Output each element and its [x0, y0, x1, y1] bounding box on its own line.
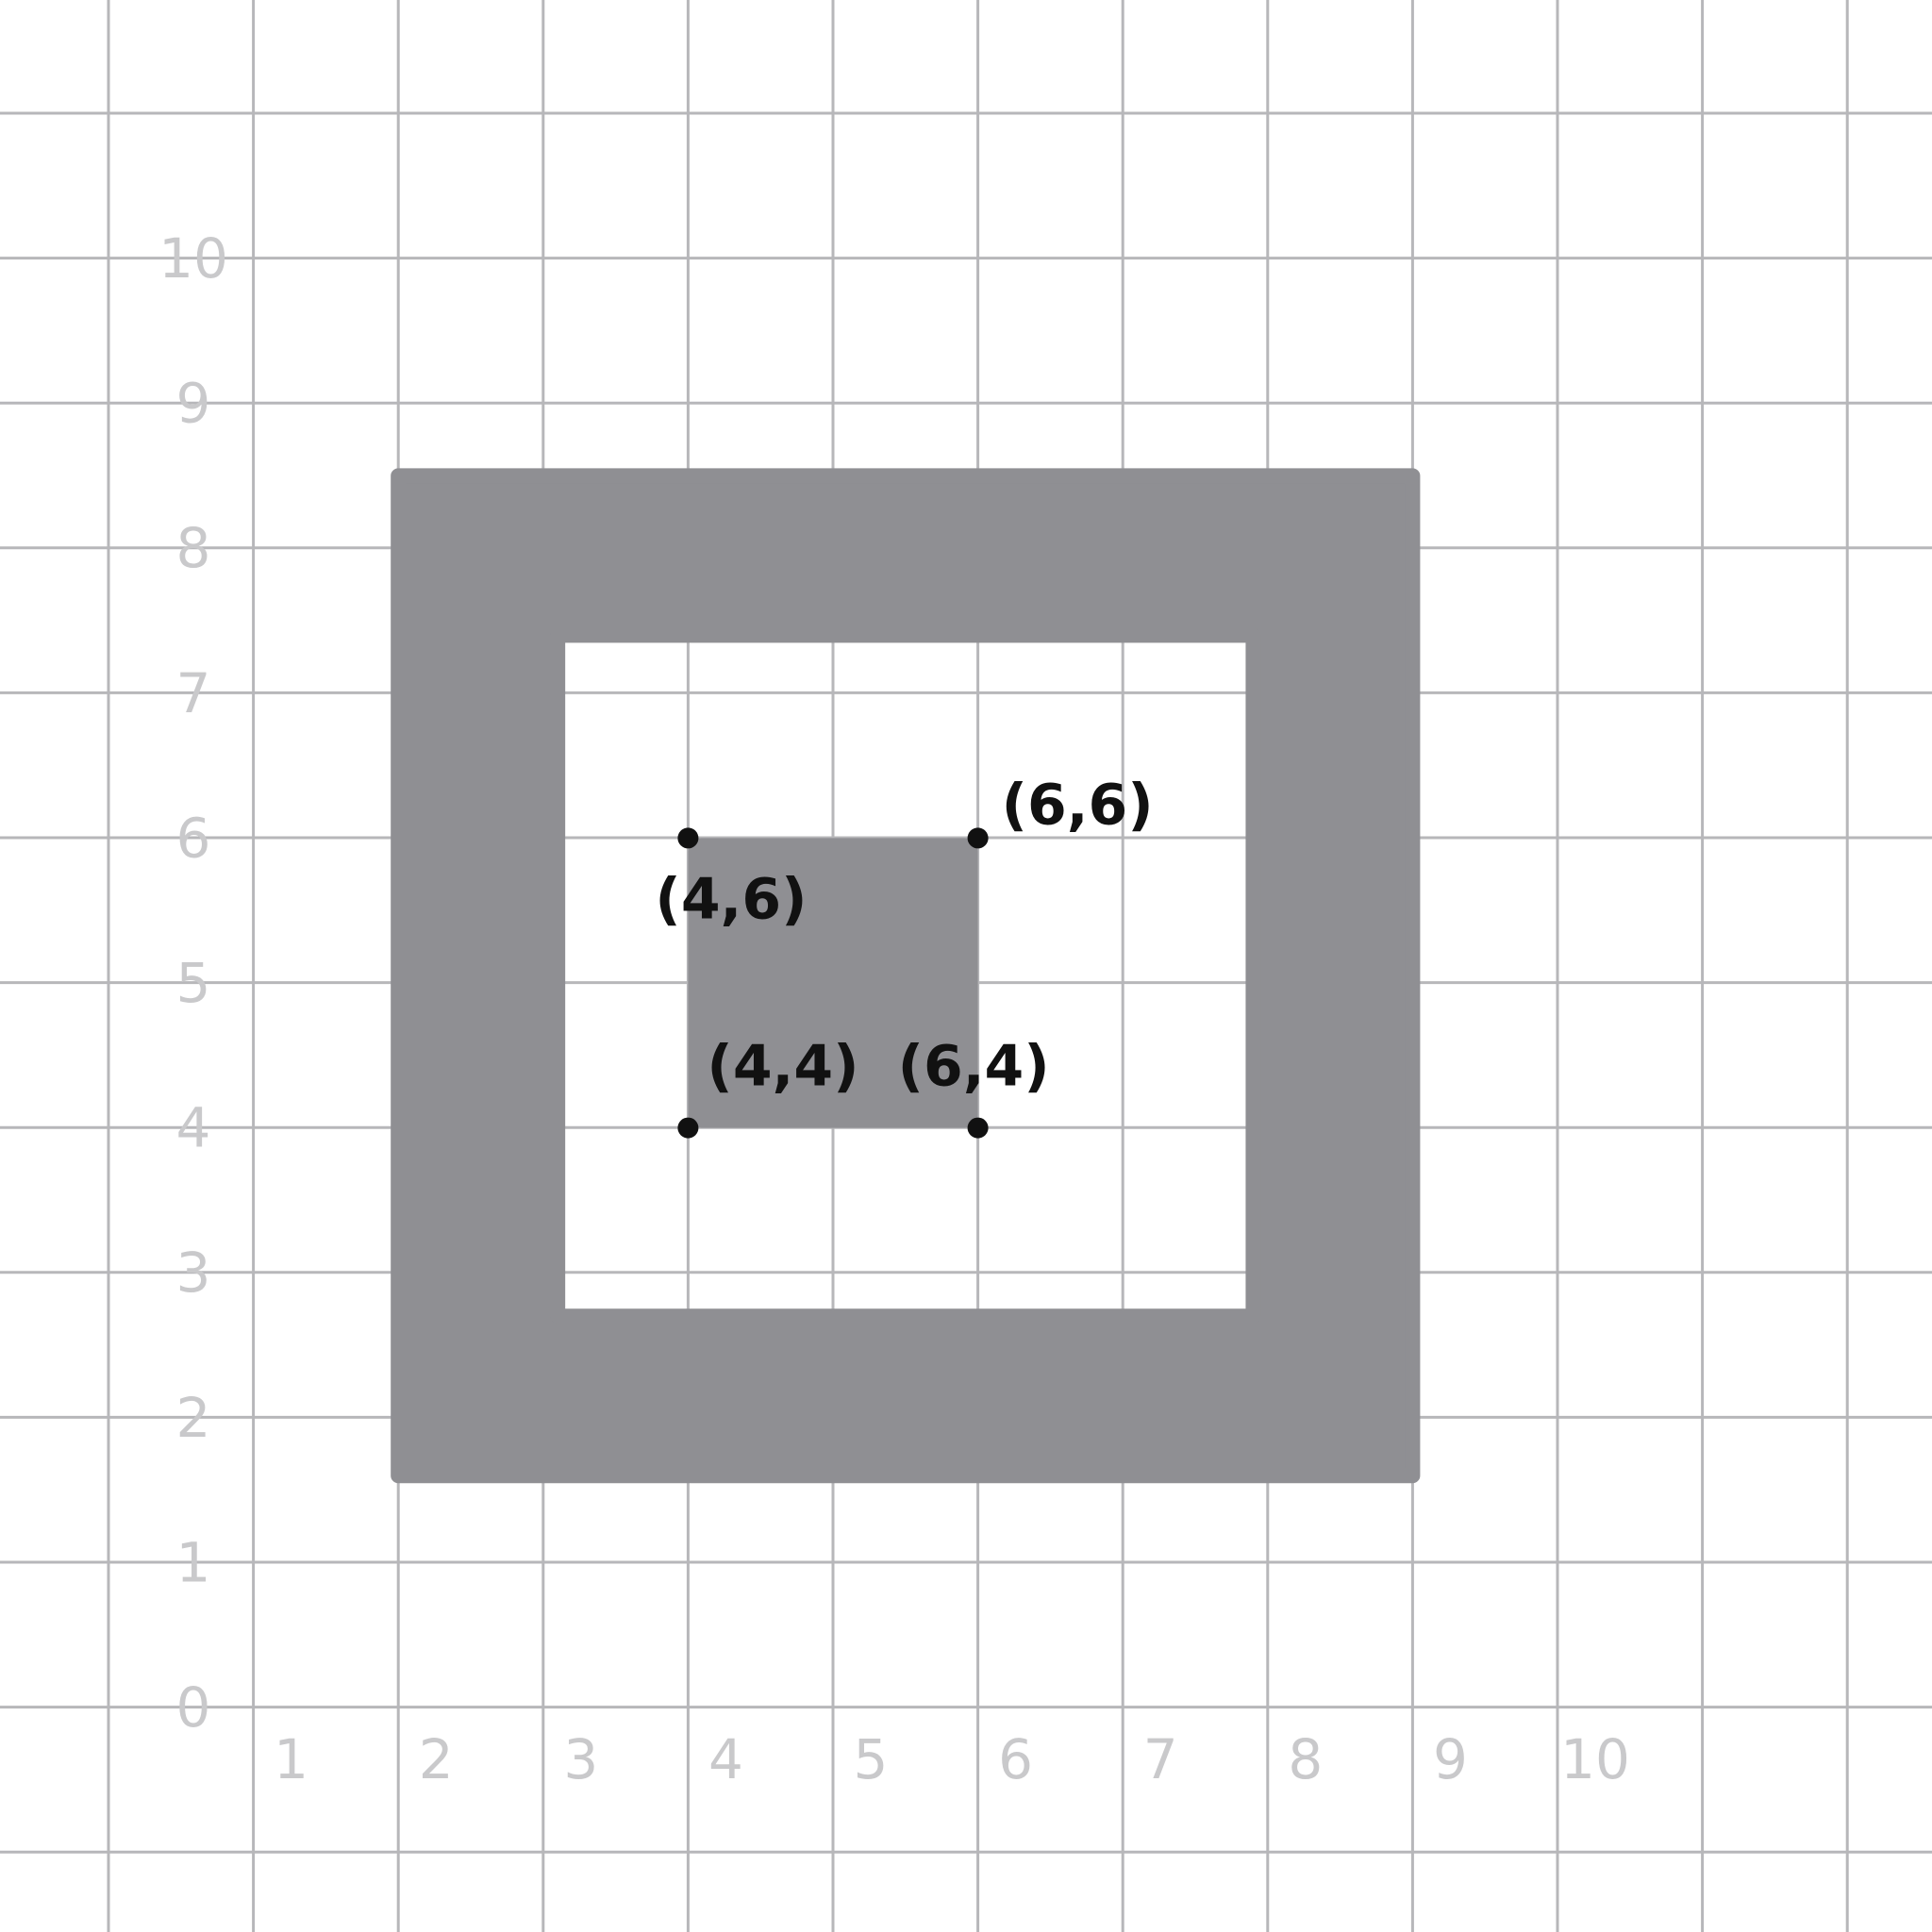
y-axis-label: 7 — [176, 661, 211, 725]
y-axis-label: 5 — [176, 951, 211, 1015]
outer-frame — [391, 468, 1421, 1484]
point-label: (4,4) — [707, 1034, 858, 1100]
point-marker — [967, 827, 989, 849]
x-axis-label: 8 — [1288, 1727, 1323, 1791]
x-axis-label: 7 — [1143, 1727, 1178, 1791]
point-marker — [967, 1117, 989, 1139]
point-label: (4,6) — [655, 866, 807, 932]
y-axis-label: 2 — [176, 1386, 211, 1450]
y-axis-label: 9 — [176, 372, 211, 436]
point-label: (6,4) — [898, 1034, 1050, 1100]
x-axis-label: 2 — [419, 1727, 454, 1791]
y-axis-label: 4 — [176, 1096, 211, 1160]
x-axis-label: 5 — [854, 1727, 889, 1791]
point-marker — [677, 827, 699, 849]
shaded-shapes — [391, 468, 1421, 1484]
point-label: (6,6) — [1002, 772, 1154, 838]
point-marker — [677, 1117, 699, 1139]
center-square — [688, 838, 978, 1128]
x-axis-label: 9 — [1433, 1727, 1468, 1791]
y-axis-label: 10 — [158, 226, 228, 291]
labeled-points: (4,6) (6,6) (4,4) (6,4) — [655, 772, 1154, 1139]
y-axis-label: 0 — [176, 1675, 211, 1740]
x-axis-label: 3 — [563, 1727, 598, 1791]
x-axis-label: 1 — [274, 1727, 308, 1791]
y-axis-label: 8 — [176, 516, 211, 580]
x-axis-label: 6 — [998, 1727, 1033, 1791]
x-axis-label: 4 — [708, 1727, 743, 1791]
y-axis-label: 6 — [176, 806, 211, 870]
y-axis-label: 3 — [176, 1241, 211, 1305]
y-axis-label: 1 — [176, 1530, 211, 1594]
x-axis-label: 10 — [1560, 1727, 1630, 1791]
